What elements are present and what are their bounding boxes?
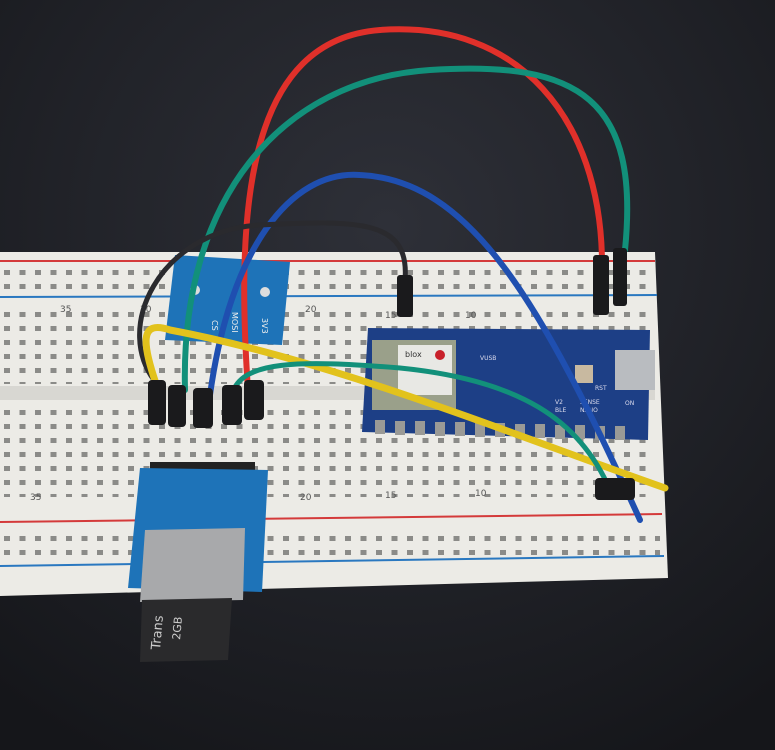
column-label: 20 bbox=[300, 493, 312, 503]
column-label: 35 bbox=[30, 493, 41, 503]
column-label: 15 bbox=[385, 311, 396, 321]
wire-connectors bbox=[148, 248, 635, 500]
card-brand: Trans bbox=[149, 615, 167, 652]
column-label: 30 bbox=[140, 305, 152, 315]
module-label: blox bbox=[405, 350, 422, 359]
board-label: SENSE bbox=[580, 399, 600, 406]
blue-wire bbox=[207, 171, 643, 523]
column-label: 20 bbox=[305, 305, 317, 315]
column-label: 10 bbox=[475, 489, 487, 499]
board-label: VUSB bbox=[480, 355, 496, 362]
column-label: 10 bbox=[465, 311, 477, 321]
pin-label-mosi: MOSI bbox=[230, 312, 239, 333]
usb-port bbox=[615, 350, 655, 390]
green-wire-bottom bbox=[229, 361, 613, 493]
sd-card-module: Trans 2GB bbox=[128, 462, 268, 662]
column-label: 35 bbox=[60, 305, 71, 315]
board-label: V2 bbox=[555, 399, 563, 406]
board-label: ON bbox=[625, 400, 634, 407]
jumper-wires bbox=[137, 26, 669, 523]
board-label: BLE bbox=[555, 407, 566, 414]
yellow-wire bbox=[142, 324, 669, 492]
black-wire bbox=[137, 220, 408, 388]
arduino-nano-sense-board: blox VUSB RST NANO SENSE BLE V2 ON bbox=[362, 328, 655, 440]
pin-label-3v3: 3V3 bbox=[260, 318, 269, 334]
column-label: 15 bbox=[385, 491, 396, 501]
micro-sd-card bbox=[140, 598, 232, 662]
card-capacity: 2GB bbox=[170, 616, 185, 640]
board-label: RST bbox=[595, 385, 607, 392]
reset-button bbox=[575, 365, 593, 383]
pin-label-cs: CS bbox=[210, 320, 219, 331]
